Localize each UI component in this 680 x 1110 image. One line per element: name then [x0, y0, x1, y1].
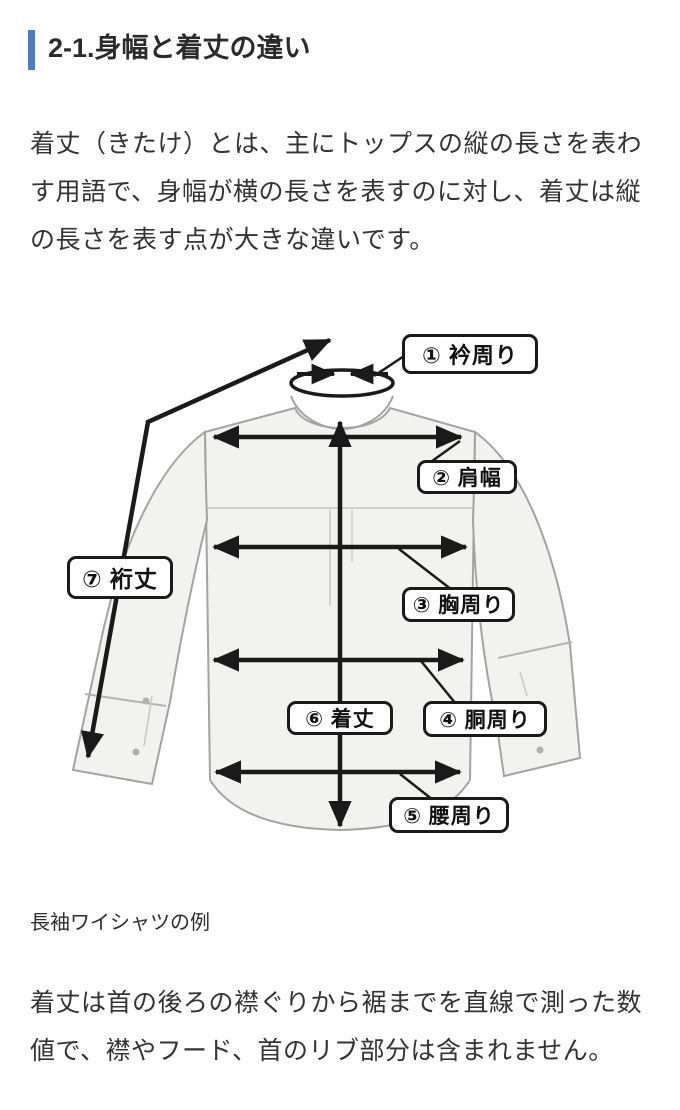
intro-paragraph: 着丈（きたけ）とは、主にトップスの縦の長さを表わ す用語で、身幅が横の長さを表す…	[30, 129, 643, 254]
section-heading: 2-1.身幅と着丈の違い	[28, 30, 650, 70]
label-shoulder-width: ② 肩幅	[417, 459, 517, 494]
measurement-arrows	[80, 337, 468, 828]
label-garment-length: ⑥ 着丈	[287, 700, 393, 735]
diagram-caption: 長袖ワイシャツの例	[30, 911, 210, 934]
label-chest-circumference: ③ 胸周り	[402, 586, 515, 622]
label-waist-circumference: ④ 胴周り	[423, 700, 547, 737]
article-page: { "heading": { "text": "2-1.身幅と着丈の違い", "…	[0, 30, 680, 1110]
yuki-length-arrow	[80, 337, 332, 759]
label-collar-circumference: ① 衿周り	[402, 333, 538, 374]
outro-paragraph: 着丈は首の後ろの襟ぐりから裾までを直線で測った数 値で、襟やフード、首のリブ部分…	[30, 988, 643, 1065]
shirt-illustration	[71, 337, 582, 831]
label-yuki-length: ⑦ 裄丈	[67, 555, 173, 599]
label-hip-circumference: ⑤ 腰周り	[389, 796, 509, 833]
shirt-measurement-diagram: ① 衿周り ② 肩幅 ③ 胸周り ④ 胴周り ⑤ 腰周り ⑥ 着丈 ⑦ 裄丈	[0, 320, 680, 872]
